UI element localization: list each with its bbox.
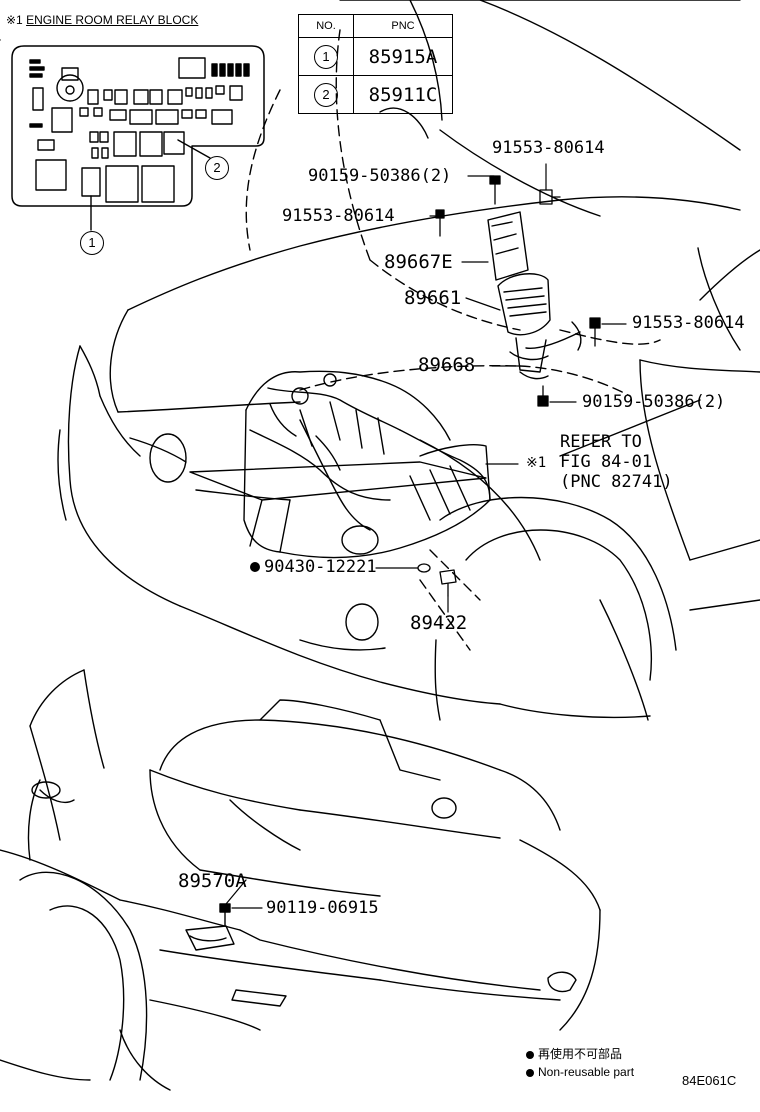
label-90119-06915: 90119-06915 <box>266 898 379 918</box>
label-90159-50386-right: 90159-50386(2) <box>582 392 726 412</box>
pnc-table-header: NO. PNC <box>298 14 453 38</box>
legend-item-en: Non-reusable part <box>526 1063 634 1081</box>
row-pnc: 85915A <box>353 37 453 76</box>
header-pnc: PNC <box>353 14 453 38</box>
table-row: 1 85915A <box>298 37 453 76</box>
relay-block-title: ※1 ENGINE ROOM RELAY BLOCK <box>6 13 198 27</box>
non-reusable-dot-icon <box>250 562 260 572</box>
legend: 再使用不可部品 Non-reusable part <box>526 1045 634 1081</box>
row-no: 2 <box>314 83 338 107</box>
label-89570A: 89570A <box>178 870 247 892</box>
table-row: 2 85911C <box>298 75 453 114</box>
callout-1: 1 <box>80 231 104 255</box>
label-90159-50386-top: 90159-50386(2) <box>308 166 452 186</box>
row-no-cell: 2 <box>298 75 354 114</box>
bullet-icon <box>526 1068 534 1077</box>
relay-block-name: ENGINE ROOM RELAY BLOCK <box>26 13 199 27</box>
label-90430-12221: 90430-12221 <box>250 559 377 576</box>
header-no: NO. <box>298 14 354 38</box>
rear-vehicle-body <box>0 669 601 1091</box>
row-no-cell: 1 <box>298 37 354 76</box>
refer-line-2: FIG 84-01 <box>560 452 653 472</box>
refer-line-1: REFER TO <box>560 432 642 452</box>
bullet-icon <box>526 1050 534 1059</box>
legend-item-jp: 再使用不可部品 <box>526 1045 634 1063</box>
relay-block-drawing <box>11 45 265 231</box>
label-89667E: 89667E <box>384 251 453 273</box>
row-pnc: 85911C <box>353 75 453 114</box>
row-no: 1 <box>314 45 338 69</box>
engine-assembly <box>189 370 491 559</box>
label-89661: 89661 <box>404 287 462 309</box>
label-90430-12221-text: 90430-12221 <box>264 557 377 577</box>
legend-text-en: Non-reusable part <box>538 1065 635 1079</box>
legend-text-jp: 再使用不可部品 <box>538 1047 623 1061</box>
label-89422: 89422 <box>410 612 468 634</box>
label-91553-80614-top: 91553-80614 <box>492 138 605 158</box>
figure-code: 84E061C <box>682 1073 737 1088</box>
pnc-table: NO. PNC 1 85915A 2 85911C <box>298 14 453 114</box>
callout-2: 2 <box>205 156 229 180</box>
relay-marker: ※1 <box>6 13 23 27</box>
label-91553-80614-right: 91553-80614 <box>632 313 745 333</box>
front-vehicle-body <box>0 0 760 721</box>
label-89668: 89668 <box>418 354 476 376</box>
refer-marker: ※1 <box>526 455 547 471</box>
refer-line-3: (PNC 82741) <box>560 472 673 492</box>
leader-lines <box>225 163 627 909</box>
bolt-symbols <box>417 175 601 597</box>
sensor-bracket-assembly <box>487 211 582 380</box>
label-91553-80614-left: 91553-80614 <box>282 206 395 226</box>
